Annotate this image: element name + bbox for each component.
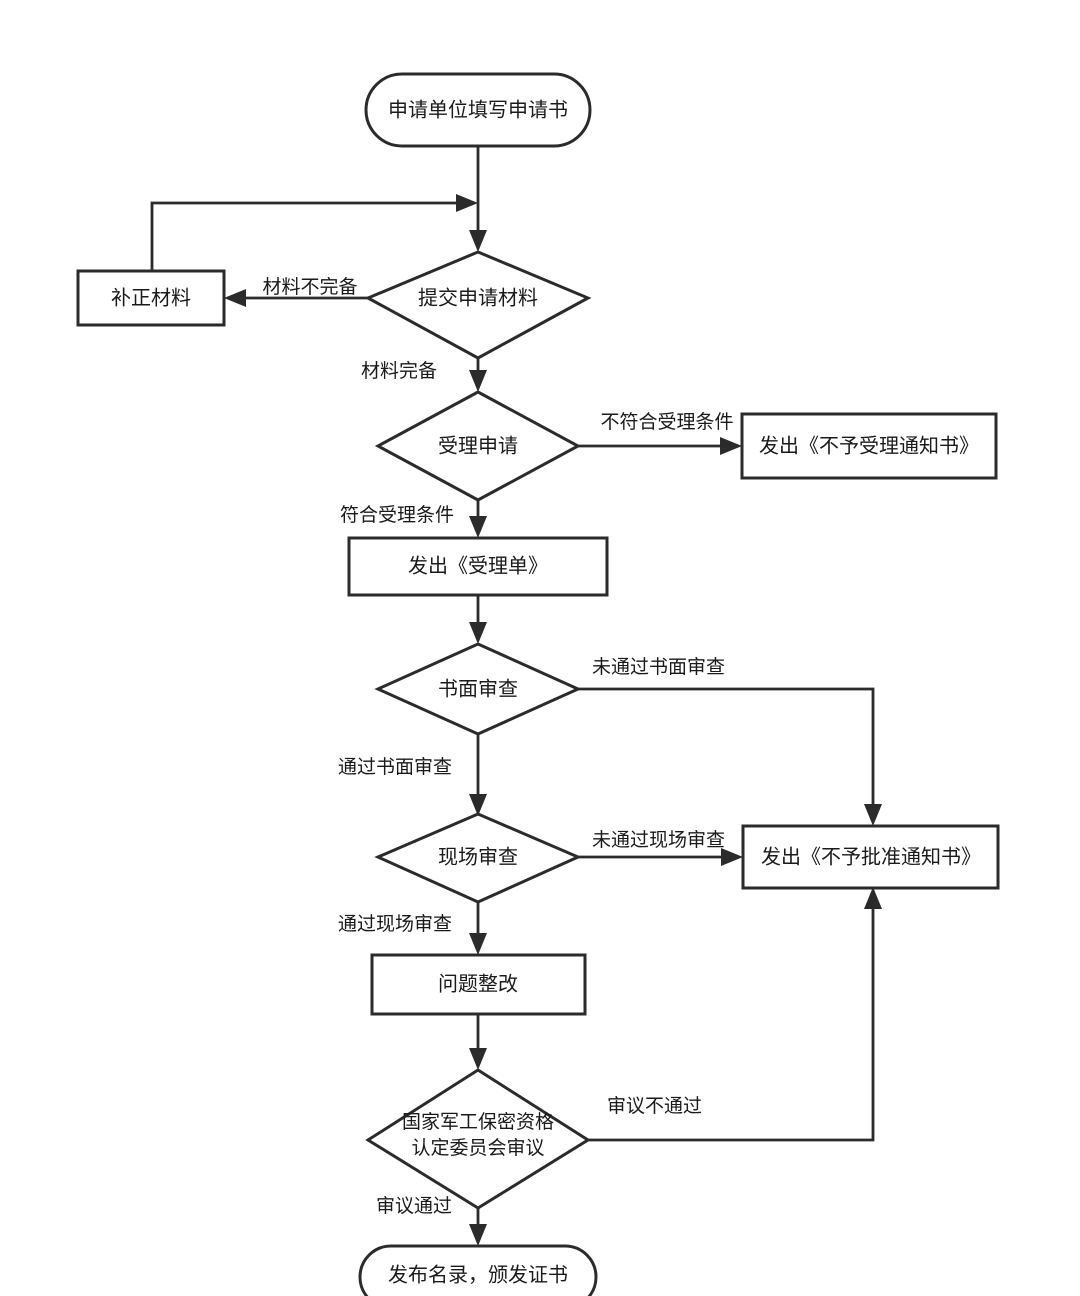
edge-site-review-fail [578,848,743,866]
edge-label-paper-review-pass: 通过书面审查 [338,756,452,778]
node-site-review[interactable]: 现场审查 [374,812,582,904]
node-fill-application[interactable]: 申请单位填写申请书 [364,72,592,148]
edge-site-review-pass [469,902,487,955]
edge-label-site-review-pass: 通过现场审查 [338,913,452,935]
edge-label-committee-fail: 审议不通过 [607,1095,702,1117]
edge-label-committee-pass: 审议通过 [376,1195,452,1217]
node-site-review-label: 现场审查 [438,845,518,868]
edge-start-to-submit [469,146,487,252]
edge-paper-review-pass [469,734,487,816]
edge-label-not-meeting-acceptance: 不符合受理条件 [600,411,733,433]
edge-label-meeting-acceptance: 符合受理条件 [340,504,454,526]
node-submit-materials-shape [364,250,592,360]
edge-supplement-back-to-submit [150,194,478,271]
node-committee-deliberation[interactable]: 国家军工保密资格 认定委员会审议 [365,1068,591,1210]
node-supplement-materials-label: 补正材料 [111,286,191,309]
edge-accept-to-reject-notice [578,437,742,455]
node-accept-application[interactable]: 受理申请 [374,390,582,502]
node-committee-deliberation-label-line1: 国家军工保密资格 [402,1111,554,1133]
node-publish-directory-label: 发布名录，颁发证书 [388,1263,568,1286]
node-issue-disapproval-notice-label: 发出《不予批准通知书》 [761,845,981,868]
node-accept-application-shape [374,390,582,502]
node-issue-acceptance-slip-label: 发出《受理单》 [408,554,548,577]
edge-slip-to-paper-review [469,594,487,644]
node-problem-rectification[interactable]: 问题整改 [370,953,587,1016]
node-paper-review[interactable]: 书面审查 [374,642,582,736]
edge-label-materials-incomplete: 材料不完备 [262,276,357,298]
node-issue-acceptance-slip[interactable]: 发出《受理单》 [347,536,609,597]
node-paper-review-label: 书面审查 [438,677,518,700]
node-issue-disapproval-notice[interactable]: 发出《不予批准通知书》 [741,824,1000,890]
edge-committee-fail [588,887,882,1142]
node-submit-materials-label: 提交申请材料 [418,286,538,309]
edge-rectify-to-committee [469,1014,487,1070]
node-issue-nonacceptance-notice-shape [740,412,998,480]
node-issue-nonacceptance-notice-label: 发出《不予受理通知书》 [759,434,979,457]
node-fill-application-shape [364,72,592,148]
edge-label-site-review-fail: 未通过现场审查 [592,829,725,851]
node-problem-rectification-shape [370,953,587,1016]
node-issue-nonacceptance-notice[interactable]: 发出《不予受理通知书》 [740,412,998,480]
node-issue-disapproval-notice-shape [741,824,1000,890]
edge-label-materials-complete: 材料完备 [361,360,437,382]
edge-committee-pass [469,1208,487,1246]
node-publish-directory-shape [358,1244,598,1296]
node-submit-materials[interactable]: 提交申请材料 [364,250,592,360]
node-issue-acceptance-slip-shape [347,536,609,597]
node-site-review-shape [374,812,582,904]
node-accept-application-label: 受理申请 [438,434,518,457]
node-supplement-materials-shape [76,269,226,327]
node-fill-application-label: 申请单位填写申请书 [388,98,568,121]
edge-submit-to-supplement [224,289,368,307]
node-problem-rectification-label: 问题整改 [438,972,518,995]
edge-label-paper-review-fail: 未通过书面审查 [592,656,725,678]
node-committee-deliberation-shape [365,1068,591,1210]
node-committee-deliberation-label-line2: 认定委员会审议 [411,1137,544,1159]
node-supplement-materials[interactable]: 补正材料 [76,269,226,327]
edge-submit-to-accept [469,358,487,392]
edge-paper-review-fail [578,687,882,826]
node-publish-directory[interactable]: 发布名录，颁发证书 [358,1244,598,1296]
edge-accept-to-acceptance-slip [469,500,487,538]
node-paper-review-shape [374,642,582,736]
